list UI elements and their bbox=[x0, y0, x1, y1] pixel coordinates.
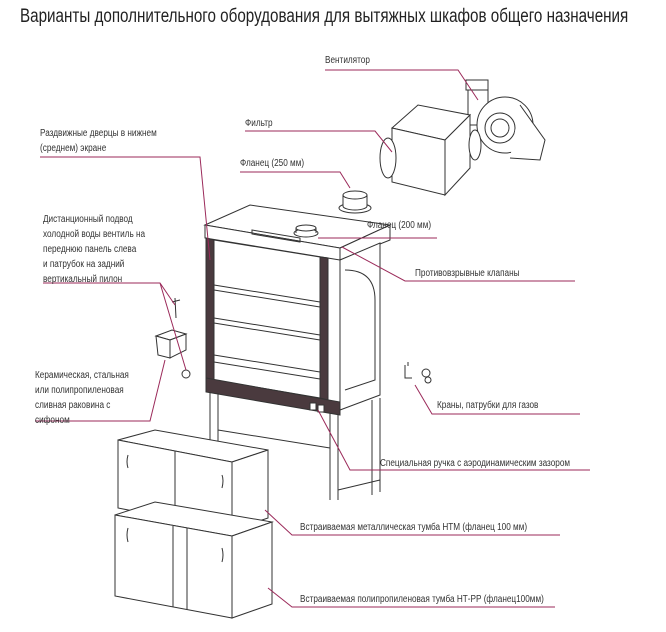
flange-250-label: Фланец (250 мм) bbox=[240, 158, 305, 169]
fan-label: Вентилятор bbox=[325, 55, 370, 66]
label-line: сифоном bbox=[35, 415, 70, 426]
label-line: и патрубок на задний bbox=[43, 259, 125, 270]
label-line: вертикальный пилон bbox=[43, 274, 123, 285]
sliding-doors-label: Раздвижные дверцы в нижнем (среднем) экр… bbox=[40, 126, 157, 156]
handle-label: Специальная ручка с аэродинамическим заз… bbox=[380, 458, 571, 469]
leader-lines bbox=[35, 69, 590, 608]
fan-drawing bbox=[465, 79, 546, 161]
label-line: холодной воды вентиль на bbox=[43, 229, 146, 240]
valves-label: Противовзрывные клапаны bbox=[415, 268, 520, 279]
page-title: Варианты дополнительного оборудования дл… bbox=[20, 6, 629, 27]
water-supply-label: Дистанционный подвод холодной воды венти… bbox=[43, 212, 145, 287]
pp-cabinet-label: Встраиваемая полипропиленовая тумба НТ-Р… bbox=[300, 594, 544, 605]
label-line: переднюю панель слева bbox=[43, 244, 137, 255]
gas-taps-label: Краны, патрубки для газов bbox=[437, 400, 539, 411]
label-line: или полипропиленовая bbox=[35, 385, 124, 396]
label-line: (среднем) экране bbox=[40, 143, 107, 154]
gas-taps-drawing bbox=[404, 362, 432, 384]
flange-250-drawing bbox=[338, 190, 372, 214]
filter-label: Фильтр bbox=[245, 118, 273, 129]
metal-cabinet-label: Встраиваемая металлическая тумба НТМ (фл… bbox=[300, 522, 528, 533]
label-line: Дистанционный подвод bbox=[43, 214, 133, 225]
flange-200-label: Фланец (200 мм) bbox=[367, 220, 432, 231]
sink-drawing bbox=[154, 297, 191, 379]
fume-hood-drawing bbox=[203, 204, 392, 520]
filter-drawing bbox=[379, 104, 482, 197]
label-line: Раздвижные дверцы в нижнем bbox=[40, 128, 157, 139]
label-line: сливная раковина с bbox=[35, 400, 111, 411]
sink-label: Керамическая, стальная или полипропилено… bbox=[35, 368, 129, 428]
pp-cabinet-drawing bbox=[114, 501, 274, 619]
label-line: Керамическая, стальная bbox=[35, 370, 129, 381]
